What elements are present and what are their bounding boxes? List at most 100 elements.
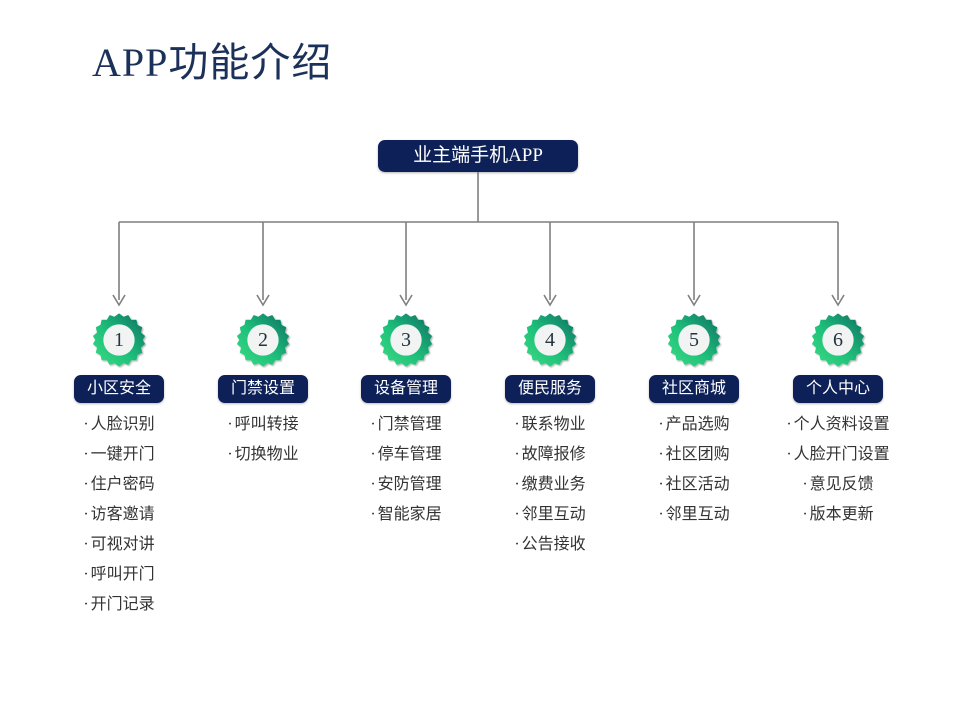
bullet-icon: · — [658, 506, 664, 523]
list-item[interactable]: ·邻里互动 — [620, 500, 768, 530]
bullet-icon: · — [514, 536, 520, 553]
bullet-icon: · — [658, 476, 664, 493]
list-item-label: 联系物业 — [521, 416, 586, 433]
item-list-3: ·门禁管理 ·停车管理 ·安防管理 ·智能家居 — [332, 410, 480, 530]
list-item[interactable]: ·人脸开门设置 — [764, 440, 912, 470]
list-item-label: 访客邀请 — [90, 506, 155, 523]
category-label-5[interactable]: 社区商城 — [648, 375, 739, 403]
bullet-icon: · — [658, 416, 664, 433]
gear-icon-3: 3 — [377, 311, 435, 369]
gear-icon-1: 1 — [90, 311, 148, 369]
branch-arrowheads — [112, 294, 845, 307]
list-item-label: 人脸开门设置 — [793, 446, 890, 463]
gear-number-5: 5 — [689, 329, 699, 351]
bullet-icon: · — [227, 446, 233, 463]
list-item[interactable]: ·社区团购 — [620, 440, 768, 470]
list-item-label: 社区团购 — [665, 446, 730, 463]
gear-icon-2: 2 — [234, 311, 292, 369]
bullet-icon: · — [786, 416, 792, 433]
list-item[interactable]: ·呼叫转接 — [189, 410, 337, 440]
bullet-icon: · — [83, 476, 89, 493]
root-node-owner-app[interactable]: 业主端手机APP — [378, 140, 578, 172]
gear-icon-5: 5 — [665, 311, 723, 369]
list-item-label: 缴费业务 — [521, 476, 586, 493]
category-label-6[interactable]: 个人中心 — [792, 375, 883, 403]
column-3: 3 设备管理 ·门禁管理 ·停车管理 ·安防管理 ·智能家居 — [332, 311, 480, 530]
list-item[interactable]: ·个人资料设置 — [764, 410, 912, 440]
list-item-label: 版本更新 — [809, 506, 874, 523]
list-item-label: 公告接收 — [521, 536, 586, 553]
category-label-4[interactable]: 便民服务 — [504, 375, 595, 403]
item-list-4: ·联系物业 ·故障报修 ·缴费业务 ·邻里互动 ·公告接收 — [476, 410, 624, 560]
bullet-icon: · — [514, 446, 520, 463]
list-item[interactable]: ·版本更新 — [764, 500, 912, 530]
list-item-label: 意见反馈 — [809, 476, 874, 493]
list-item-label: 邻里互动 — [521, 506, 586, 523]
column-2: 2 门禁设置 ·呼叫转接 ·切换物业 — [189, 311, 337, 470]
category-label-3[interactable]: 设备管理 — [360, 375, 451, 403]
gear-number-2: 2 — [258, 329, 268, 351]
list-item[interactable]: ·产品选购 — [620, 410, 768, 440]
list-item[interactable]: ·人脸识别 — [45, 410, 193, 440]
list-item[interactable]: ·门禁管理 — [332, 410, 480, 440]
list-item-label: 个人资料设置 — [793, 416, 890, 433]
list-item-label: 切换物业 — [234, 446, 299, 463]
gear-number-6: 6 — [833, 329, 843, 351]
list-item[interactable]: ·呼叫开门 — [45, 560, 193, 590]
category-label-1[interactable]: 小区安全 — [73, 375, 164, 403]
bullet-icon: · — [370, 506, 376, 523]
list-item-label: 安防管理 — [377, 476, 442, 493]
list-item[interactable]: ·开门记录 — [45, 590, 193, 620]
bullet-icon: · — [370, 416, 376, 433]
list-item[interactable]: ·邻里互动 — [476, 500, 624, 530]
bullet-icon: · — [514, 416, 520, 433]
list-item[interactable]: ·联系物业 — [476, 410, 624, 440]
column-1: 1 小区安全 ·人脸识别 ·一键开门 ·住户密码 ·访客邀请 ·可视对讲 ·呼叫… — [45, 311, 193, 620]
list-item[interactable]: ·住户密码 — [45, 470, 193, 500]
bullet-icon: · — [83, 416, 89, 433]
list-item[interactable]: ·停车管理 — [332, 440, 480, 470]
list-item[interactable]: ·故障报修 — [476, 440, 624, 470]
column-4: 4 便民服务 ·联系物业 ·故障报修 ·缴费业务 ·邻里互动 ·公告接收 — [476, 311, 624, 560]
list-item[interactable]: ·公告接收 — [476, 530, 624, 560]
list-item[interactable]: ·访客邀请 — [45, 500, 193, 530]
list-item-label: 一键开门 — [90, 446, 155, 463]
gear-icon-6: 6 — [809, 311, 867, 369]
list-item-label: 门禁管理 — [377, 416, 442, 433]
gear-number-3: 3 — [401, 329, 411, 351]
gear-icon-4: 4 — [521, 311, 579, 369]
bullet-icon: · — [514, 476, 520, 493]
gear-number-4: 4 — [545, 329, 555, 351]
list-item-label: 开门记录 — [90, 596, 155, 613]
list-item[interactable]: ·切换物业 — [189, 440, 337, 470]
list-item[interactable]: ·一键开门 — [45, 440, 193, 470]
bullet-icon: · — [370, 476, 376, 493]
gear-number-1: 1 — [114, 329, 124, 351]
bullet-icon: · — [83, 536, 89, 553]
list-item-label: 邻里互动 — [665, 506, 730, 523]
bullet-icon: · — [802, 506, 808, 523]
category-label-2[interactable]: 门禁设置 — [217, 375, 308, 403]
list-item-label: 停车管理 — [377, 446, 442, 463]
list-item[interactable]: ·可视对讲 — [45, 530, 193, 560]
column-5: 5 社区商城 ·产品选购 ·社区团购 ·社区活动 ·邻里互动 — [620, 311, 768, 530]
list-item[interactable]: ·安防管理 — [332, 470, 480, 500]
list-item-label: 呼叫转接 — [234, 416, 299, 433]
list-item-label: 住户密码 — [90, 476, 155, 493]
branch-drops — [118, 222, 839, 300]
list-item-label: 呼叫开门 — [90, 566, 155, 583]
list-item-label: 故障报修 — [521, 446, 586, 463]
bullet-icon: · — [802, 476, 808, 493]
item-list-6: ·个人资料设置 ·人脸开门设置 ·意见反馈 ·版本更新 — [764, 410, 912, 530]
bullet-icon: · — [370, 446, 376, 463]
list-item[interactable]: ·意见反馈 — [764, 470, 912, 500]
list-item[interactable]: ·智能家居 — [332, 500, 480, 530]
item-list-2: ·呼叫转接 ·切换物业 — [189, 410, 337, 470]
bullet-icon: · — [83, 596, 89, 613]
bullet-icon: · — [83, 566, 89, 583]
list-item[interactable]: ·社区活动 — [620, 470, 768, 500]
bullet-icon: · — [83, 506, 89, 523]
list-item[interactable]: ·缴费业务 — [476, 470, 624, 500]
list-item-label: 智能家居 — [377, 506, 442, 523]
